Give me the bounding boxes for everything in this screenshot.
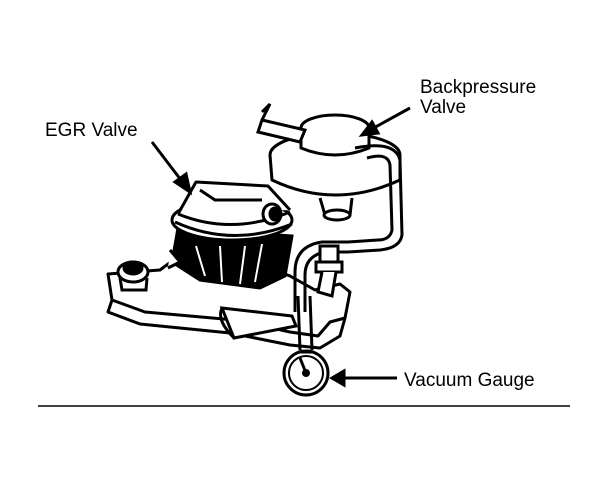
backpressure-valve: [268, 113, 402, 222]
egr-valve-body: [167, 226, 294, 290]
tee-fitting: [314, 244, 344, 298]
egr-valve-label: EGR Valve: [45, 120, 138, 141]
exhaust-hose: [256, 102, 308, 144]
callout-arrow-egr: [150, 141, 193, 196]
backpressure-valve-label-line1: Backpressure: [420, 77, 537, 98]
egr-vacuum-port: [261, 202, 283, 226]
vacuum-gauge-label: Vacuum Gauge: [404, 370, 535, 391]
mounting-bolt: [116, 260, 150, 292]
callout-arrow-backpressure: [358, 106, 411, 137]
backpressure-valve-label-line2: Valve: [420, 97, 467, 118]
vacuum-gauge: [282, 349, 330, 397]
egr-hose: [219, 306, 299, 340]
callout-arrow-gauge: [329, 368, 397, 388]
gauge-hose: [296, 295, 314, 351]
vacuum-hose: [293, 144, 404, 312]
